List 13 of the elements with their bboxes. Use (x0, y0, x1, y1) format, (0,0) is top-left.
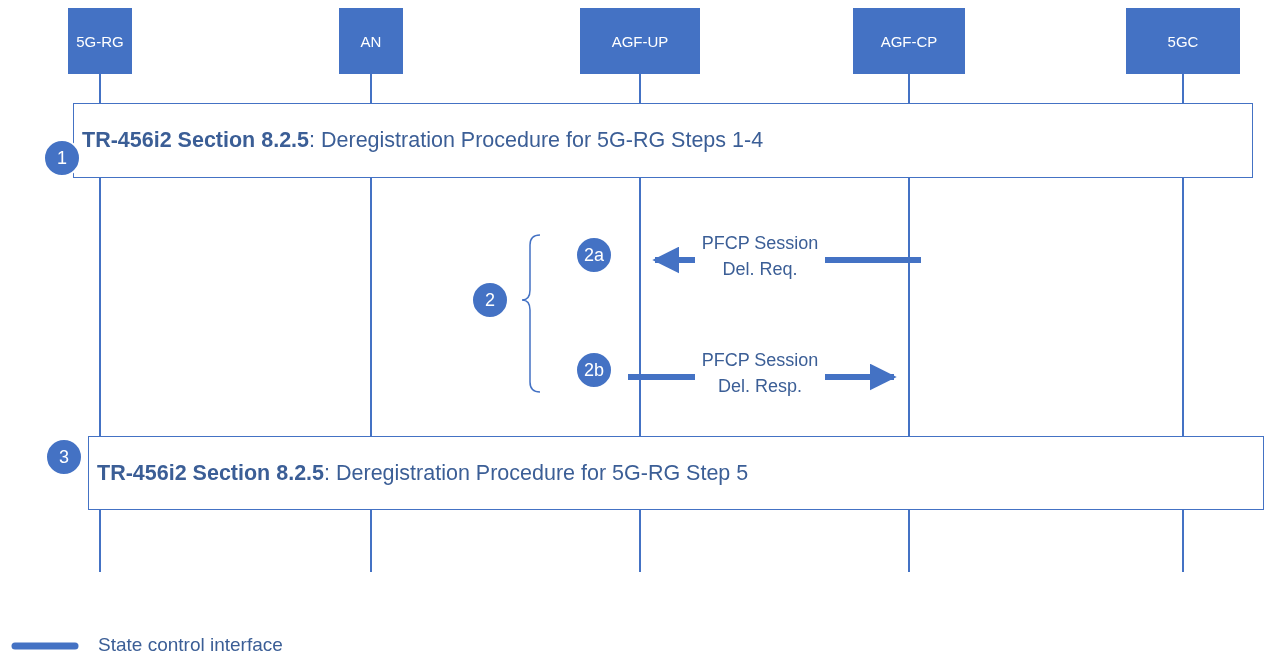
participant-box: AGF-CP (853, 8, 965, 74)
step-box: TR-456i2 Section 8.2.5: Deregistration Procedure for 5G-RG Step 5 (88, 436, 1264, 510)
step-number: 1 (43, 139, 81, 177)
step-number: 2b (575, 351, 613, 389)
participant-box: 5GC (1126, 8, 1240, 74)
participant-box: AN (339, 8, 403, 74)
step-number: 3 (45, 438, 83, 476)
participant-box: 5G-RG (68, 8, 132, 74)
step-number: 2 (471, 281, 509, 319)
participant-box: AGF-UP (580, 8, 700, 74)
step-box: TR-456i2 Section 8.2.5: Deregistration Procedure for 5G-RG Steps 1-4 (73, 103, 1253, 178)
step-number: 2a (575, 236, 613, 274)
legend-text: State control interface (98, 634, 283, 656)
